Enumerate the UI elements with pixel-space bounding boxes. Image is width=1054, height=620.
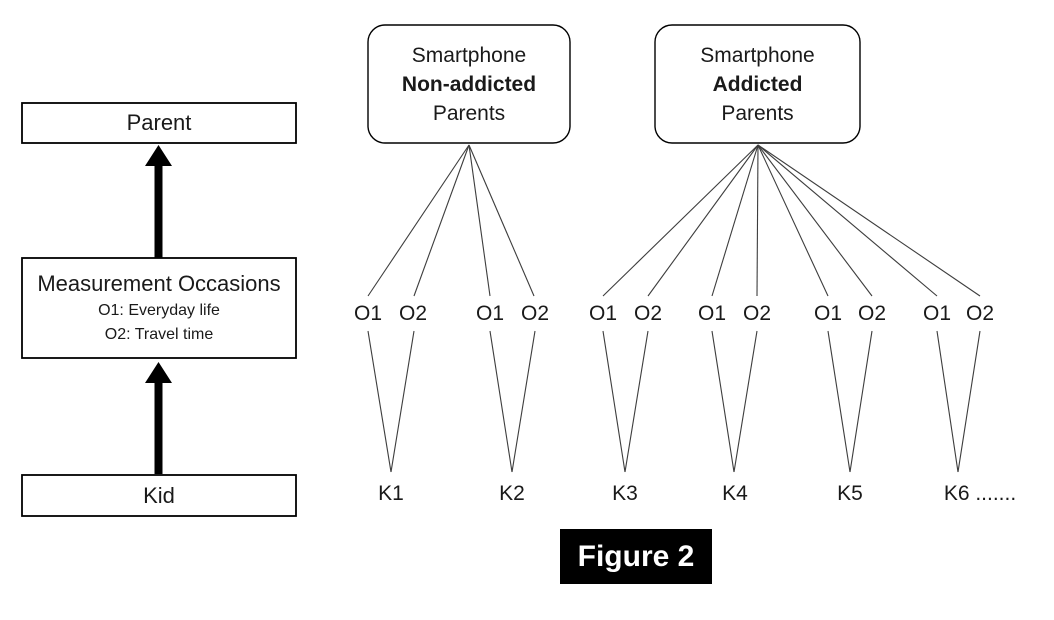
kid-label: K5 [837, 482, 863, 505]
kid-label: K2 [499, 482, 525, 505]
addicted-parents-label: Smartphone Addicted Parents [655, 25, 860, 143]
occasion-label: O1 [475, 302, 505, 325]
connector-line [489, 330, 513, 473]
occasion-label: O1 [353, 302, 383, 325]
connector-line [647, 144, 759, 297]
connector-line [757, 144, 981, 297]
connector-line [602, 144, 759, 297]
connector-line [711, 330, 735, 473]
group-line: Smartphone [411, 43, 527, 67]
occasion-label: O2 [742, 302, 772, 325]
parent-box [21, 102, 297, 144]
connector-line [936, 330, 959, 473]
measurement-item-o2: O2: Travel time [104, 326, 214, 343]
connector-line [733, 330, 758, 473]
measurement-occasions-box [21, 257, 297, 359]
group-line: Parents [721, 101, 794, 125]
connector-line [390, 330, 415, 473]
parent-box-label: Parent [126, 110, 192, 135]
occasion-label: O1 [588, 302, 618, 325]
measurement-item-o1: O1: Everyday life [98, 302, 220, 319]
connector-line [367, 330, 392, 473]
connector-line [602, 330, 626, 473]
up-arrow-measurement-to-parent [145, 145, 172, 258]
occasion-label: O1 [922, 302, 952, 325]
measurement-occasions-title: Measurement Occasions [37, 271, 281, 296]
figure-caption: Figure 2 [560, 529, 712, 584]
connector-line [849, 330, 873, 473]
occasion-label: O1 [697, 302, 727, 325]
measurement-occasions-block: Measurement Occasions O1: Everyday life … [22, 258, 296, 358]
connector-line [711, 144, 759, 297]
figure-caption-text: Figure 2 [577, 539, 695, 573]
up-arrow-kid-to-measurement [145, 362, 172, 474]
connector-line [957, 330, 981, 473]
connector-line [624, 330, 649, 473]
non-addicted-parents-label: Smartphone Non-addicted Parents [368, 25, 570, 143]
kid-box [21, 474, 297, 517]
connector-line [757, 144, 873, 297]
connector-line [827, 330, 851, 473]
group-line: Parents [432, 101, 506, 125]
connector-line [367, 144, 470, 297]
connector-line [468, 144, 491, 297]
kid-label: K3 [612, 482, 638, 505]
occasion-label: O1 [813, 302, 843, 325]
connector-line [756, 144, 759, 297]
occasion-label: O2 [633, 302, 663, 325]
non-addicted-parents-box [367, 24, 571, 144]
connector-line [757, 144, 938, 297]
connector-line [511, 330, 536, 473]
kid-label: K4 [722, 482, 748, 505]
connector-line [413, 144, 470, 297]
kid-box-label: Kid [143, 482, 175, 508]
occasion-label: O2 [398, 302, 428, 325]
occasion-label: O2 [857, 302, 887, 325]
occasion-to-kid-lines [367, 330, 981, 473]
fan-lines-non-addicted [367, 144, 535, 297]
addicted-parents-box [654, 24, 861, 144]
connector-line [468, 144, 535, 297]
fan-lines-addicted [602, 144, 981, 297]
group-line-emphasis: Addicted [712, 72, 803, 96]
group-line: Smartphone [700, 43, 815, 67]
group-line-emphasis: Non-addicted [401, 72, 537, 96]
kid-label: K1 [378, 482, 404, 505]
occasion-label: O2 [520, 302, 550, 325]
kid-label: K6 ....... [943, 482, 1017, 505]
connector-line [757, 144, 829, 297]
occasion-label: O2 [965, 302, 995, 325]
